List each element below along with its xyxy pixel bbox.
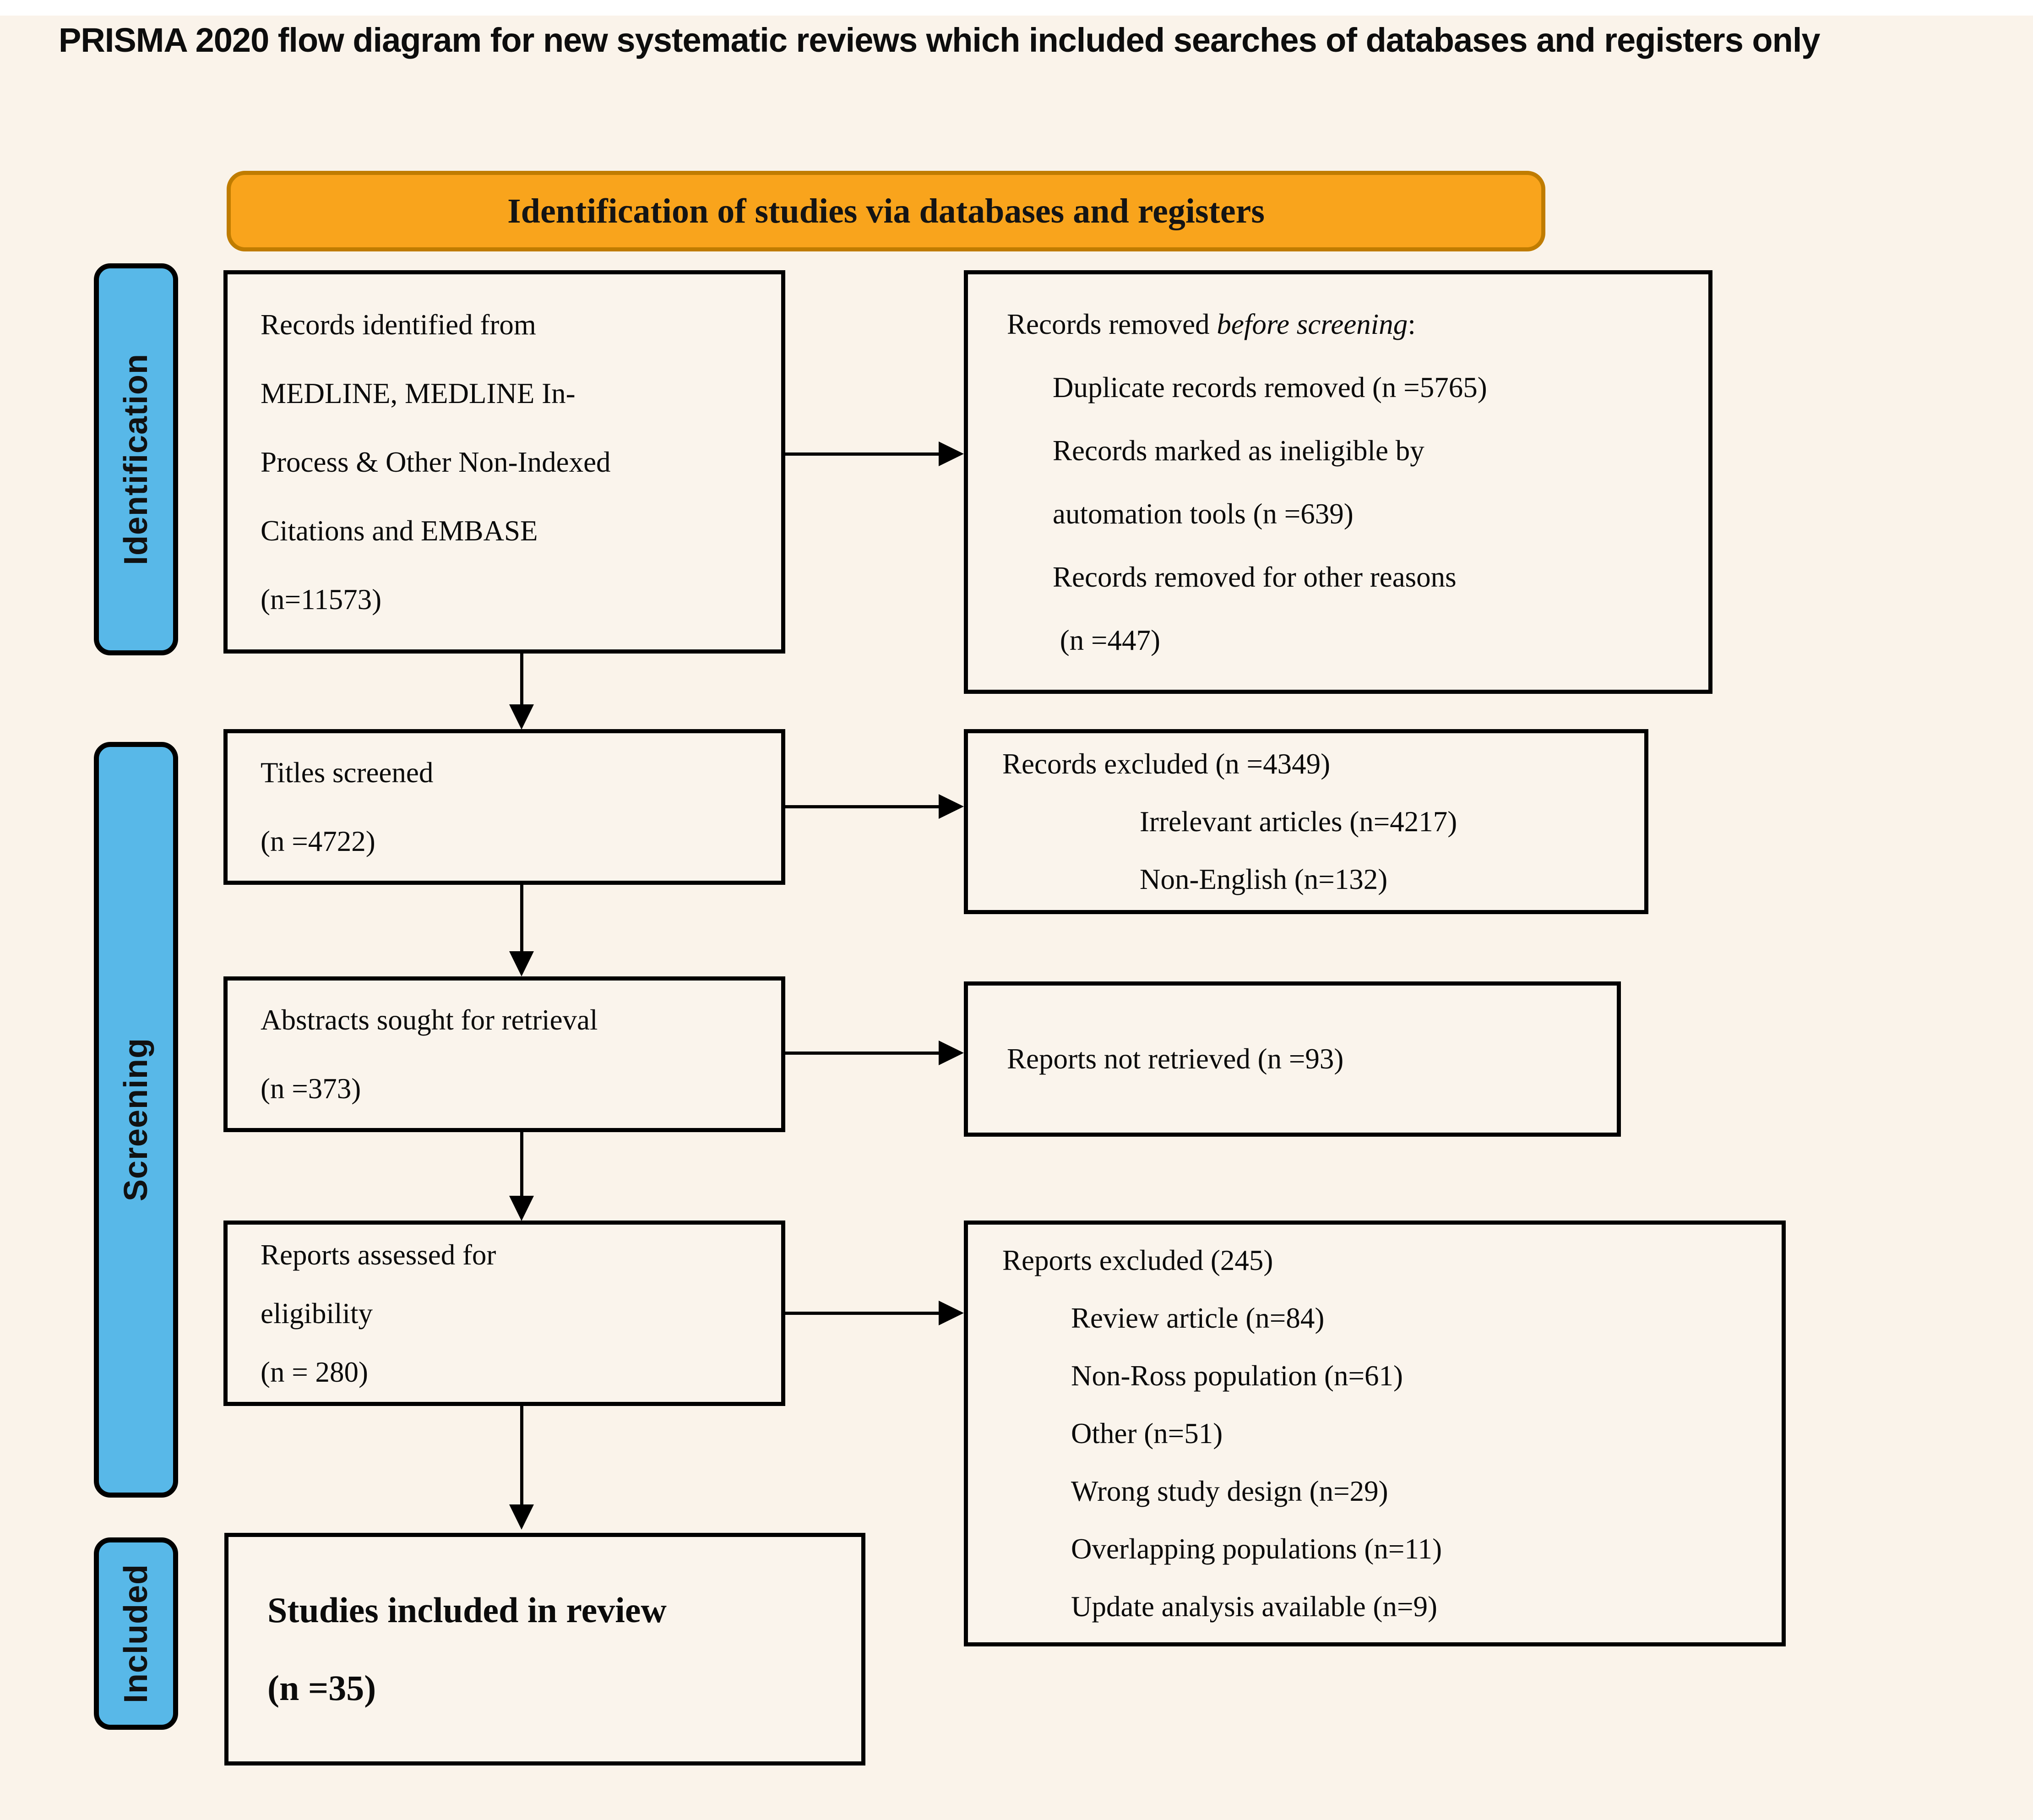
- top-margin-strip: [0, 0, 2033, 16]
- box-reports-assessed: Reports assessed for eligibility (n = 28…: [223, 1221, 785, 1406]
- arrow-line-identified-to-removed: [785, 452, 940, 456]
- box-reports-not-retrieved: Reports not retrieved (n =93): [964, 981, 1621, 1137]
- arrow-line-titles-to-excluded: [785, 805, 940, 808]
- records-identified-text: Records identified from MEDLINE, MEDLINE…: [261, 308, 611, 616]
- stage-label-identification: Identification: [118, 354, 154, 565]
- reports-excluded-heading: Reports excluded (245): [1002, 1244, 1273, 1276]
- records-removed-heading-italic: before screening: [1217, 308, 1408, 340]
- arrowhead-assessed-to-reports-excluded: [939, 1301, 964, 1325]
- arrow-line-titles-to-abstracts: [520, 885, 523, 952]
- box-abstracts-sought: Abstracts sought for retrieval (n =373): [223, 976, 785, 1132]
- box-records-identified: Records identified from MEDLINE, MEDLINE…: [223, 270, 785, 654]
- records-removed-heading-prefix: Records removed: [1007, 308, 1217, 340]
- titles-screened-text: Titles screened (n =4722): [261, 757, 434, 857]
- arrowhead-identified-to-titles: [509, 704, 534, 730]
- records-excluded-heading: Records excluded (n =4349): [1002, 748, 1331, 780]
- box-titles-screened: Titles screened (n =4722): [223, 729, 785, 885]
- arrowhead-abstracts-to-assessed: [509, 1196, 534, 1221]
- arrow-line-identified-to-titles: [520, 654, 523, 705]
- arrow-line-abstracts-to-not-retrieved: [785, 1052, 940, 1055]
- box-records-excluded: Records excluded (n =4349) Irrelevant ar…: [964, 729, 1648, 914]
- stage-bar-screening: Screening: [94, 742, 178, 1498]
- stage-bar-identification: Identification: [94, 263, 178, 655]
- reports-assessed-text: Reports assessed for eligibility (n = 28…: [261, 1238, 496, 1388]
- box-records-removed-before-screening: Records removed before screening: Duplic…: [964, 270, 1712, 694]
- box-studies-included: Studies included in review (n =35): [224, 1533, 865, 1766]
- records-removed-heading: Records removed before screening:: [1007, 293, 1708, 356]
- arrow-line-abstracts-to-assessed: [520, 1132, 523, 1196]
- arrow-line-assessed-to-included: [520, 1406, 523, 1505]
- page-title: PRISMA 2020 flow diagram for new systema…: [59, 21, 1821, 59]
- box-reports-excluded: Reports excluded (245) Review article (n…: [964, 1221, 1786, 1646]
- stage-label-included: Included: [118, 1564, 154, 1703]
- records-removed-items: Duplicate records removed (n =5765) Reco…: [1053, 371, 1487, 656]
- studies-included-text: Studies included in review (n =35): [267, 1590, 667, 1708]
- stage-label-screening: Screening: [118, 1038, 154, 1202]
- reports-excluded-items: Review article (n=84) Non-Ross populatio…: [1071, 1302, 1442, 1623]
- stage-bar-included: Included: [94, 1537, 178, 1730]
- banner-label: Identification of studies via databases …: [507, 191, 1265, 230]
- abstracts-sought-text: Abstracts sought for retrieval (n =373): [261, 1004, 598, 1105]
- arrowhead-titles-to-excluded: [939, 794, 964, 819]
- arrowhead-identified-to-removed: [939, 441, 964, 466]
- reports-not-retrieved-text: Reports not retrieved (n =93): [1007, 1043, 1344, 1075]
- arrowhead-assessed-to-included: [509, 1504, 534, 1530]
- records-removed-heading-suffix: :: [1408, 308, 1416, 340]
- records-excluded-items: Irrelevant articles (n=4217) Non-English…: [1140, 806, 1457, 895]
- arrowhead-titles-to-abstracts: [509, 951, 534, 976]
- banner-identification-of-studies: Identification of studies via databases …: [227, 171, 1545, 251]
- arrow-line-assessed-to-reports-excluded: [785, 1312, 940, 1315]
- arrowhead-abstracts-to-not-retrieved: [939, 1041, 964, 1065]
